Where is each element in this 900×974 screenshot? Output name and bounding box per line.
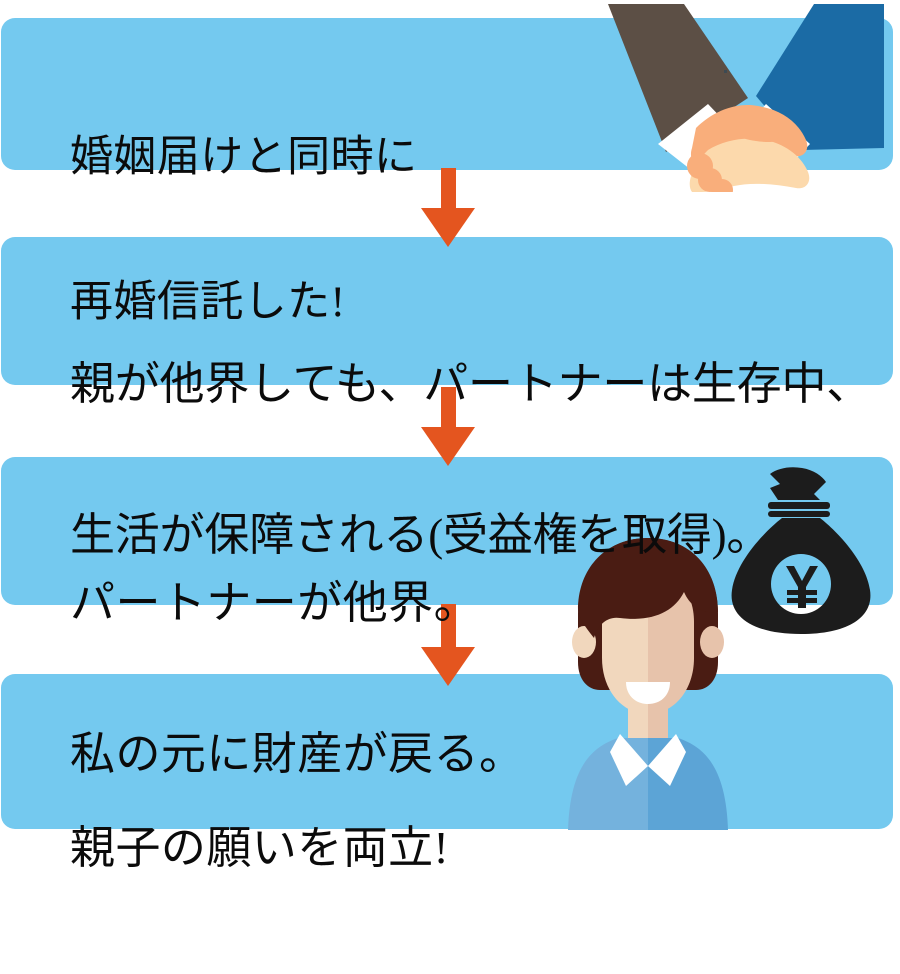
step-2-text: 親が他界しても、パートナーは生存中、 生活が保障される(受益権を取得)。: [70, 258, 871, 661]
step-4-line-1: 親子の願いを両立!: [70, 822, 450, 873]
money-bag-neck: [770, 467, 826, 500]
step-1-line-1: 婚姻届けと同時に: [70, 134, 418, 182]
step-2-line-1: 親が他界しても、パートナーは生存中、: [70, 358, 872, 409]
step-1-text: 婚姻届けと同時に 再婚信託した!: [70, 38, 417, 423]
woman-neck-light: [628, 706, 648, 742]
diagram-canvas: 婚姻届けと同時に 再婚信託した! 親が他界しても、パートナーは生存中、 生活が保…: [1, 4, 893, 873]
arrow-2-shaft: [441, 387, 456, 429]
arrow-3: [421, 604, 475, 686]
money-bag-tie-1: [768, 502, 830, 509]
money-bag-body: [731, 518, 871, 634]
woman-collar-right: [648, 734, 686, 786]
handshake-knuckle-3: [711, 179, 733, 192]
arrow-1-head: [421, 208, 475, 247]
handshake-knuckle-2: [698, 168, 722, 192]
arrow-2: [421, 387, 475, 466]
arrow-2-head: [421, 427, 475, 466]
step-2-line-2: 生活が保障される(受益権を取得)。: [70, 509, 772, 560]
step-box-2[interactable]: [1, 237, 893, 385]
arrow-1-shaft: [441, 168, 456, 210]
woman-hair-fringe: [578, 538, 718, 638]
money-bag-icon: [731, 467, 871, 634]
step-3-line-2: 私の元に財産が戻る。: [70, 728, 525, 779]
step-box-4[interactable]: [1, 674, 893, 829]
money-bag-yen-symbol: [786, 566, 818, 608]
woman-ear-left: [572, 626, 596, 658]
step-3-line-1: パートナーが他界。: [70, 577, 480, 628]
step-4-text: 親子の願いを両立!: [70, 722, 449, 974]
woman-shirt-right: [648, 738, 728, 830]
woman-avatar-icon: [568, 538, 728, 830]
woman-smile: [626, 682, 670, 704]
woman-shirt-left: [568, 738, 648, 830]
woman-collar-left: [610, 734, 648, 786]
step-1-line-2: 再婚信託した!: [70, 278, 346, 326]
arrow-3-shaft: [441, 604, 456, 649]
step-3-text: パートナーが他界。 私の元に財産が戻る。: [70, 477, 525, 880]
arrow-3-head: [421, 647, 475, 686]
arrow-1: [421, 168, 475, 247]
woman-ear-right: [700, 626, 724, 658]
money-bag-tie-2: [768, 511, 830, 517]
